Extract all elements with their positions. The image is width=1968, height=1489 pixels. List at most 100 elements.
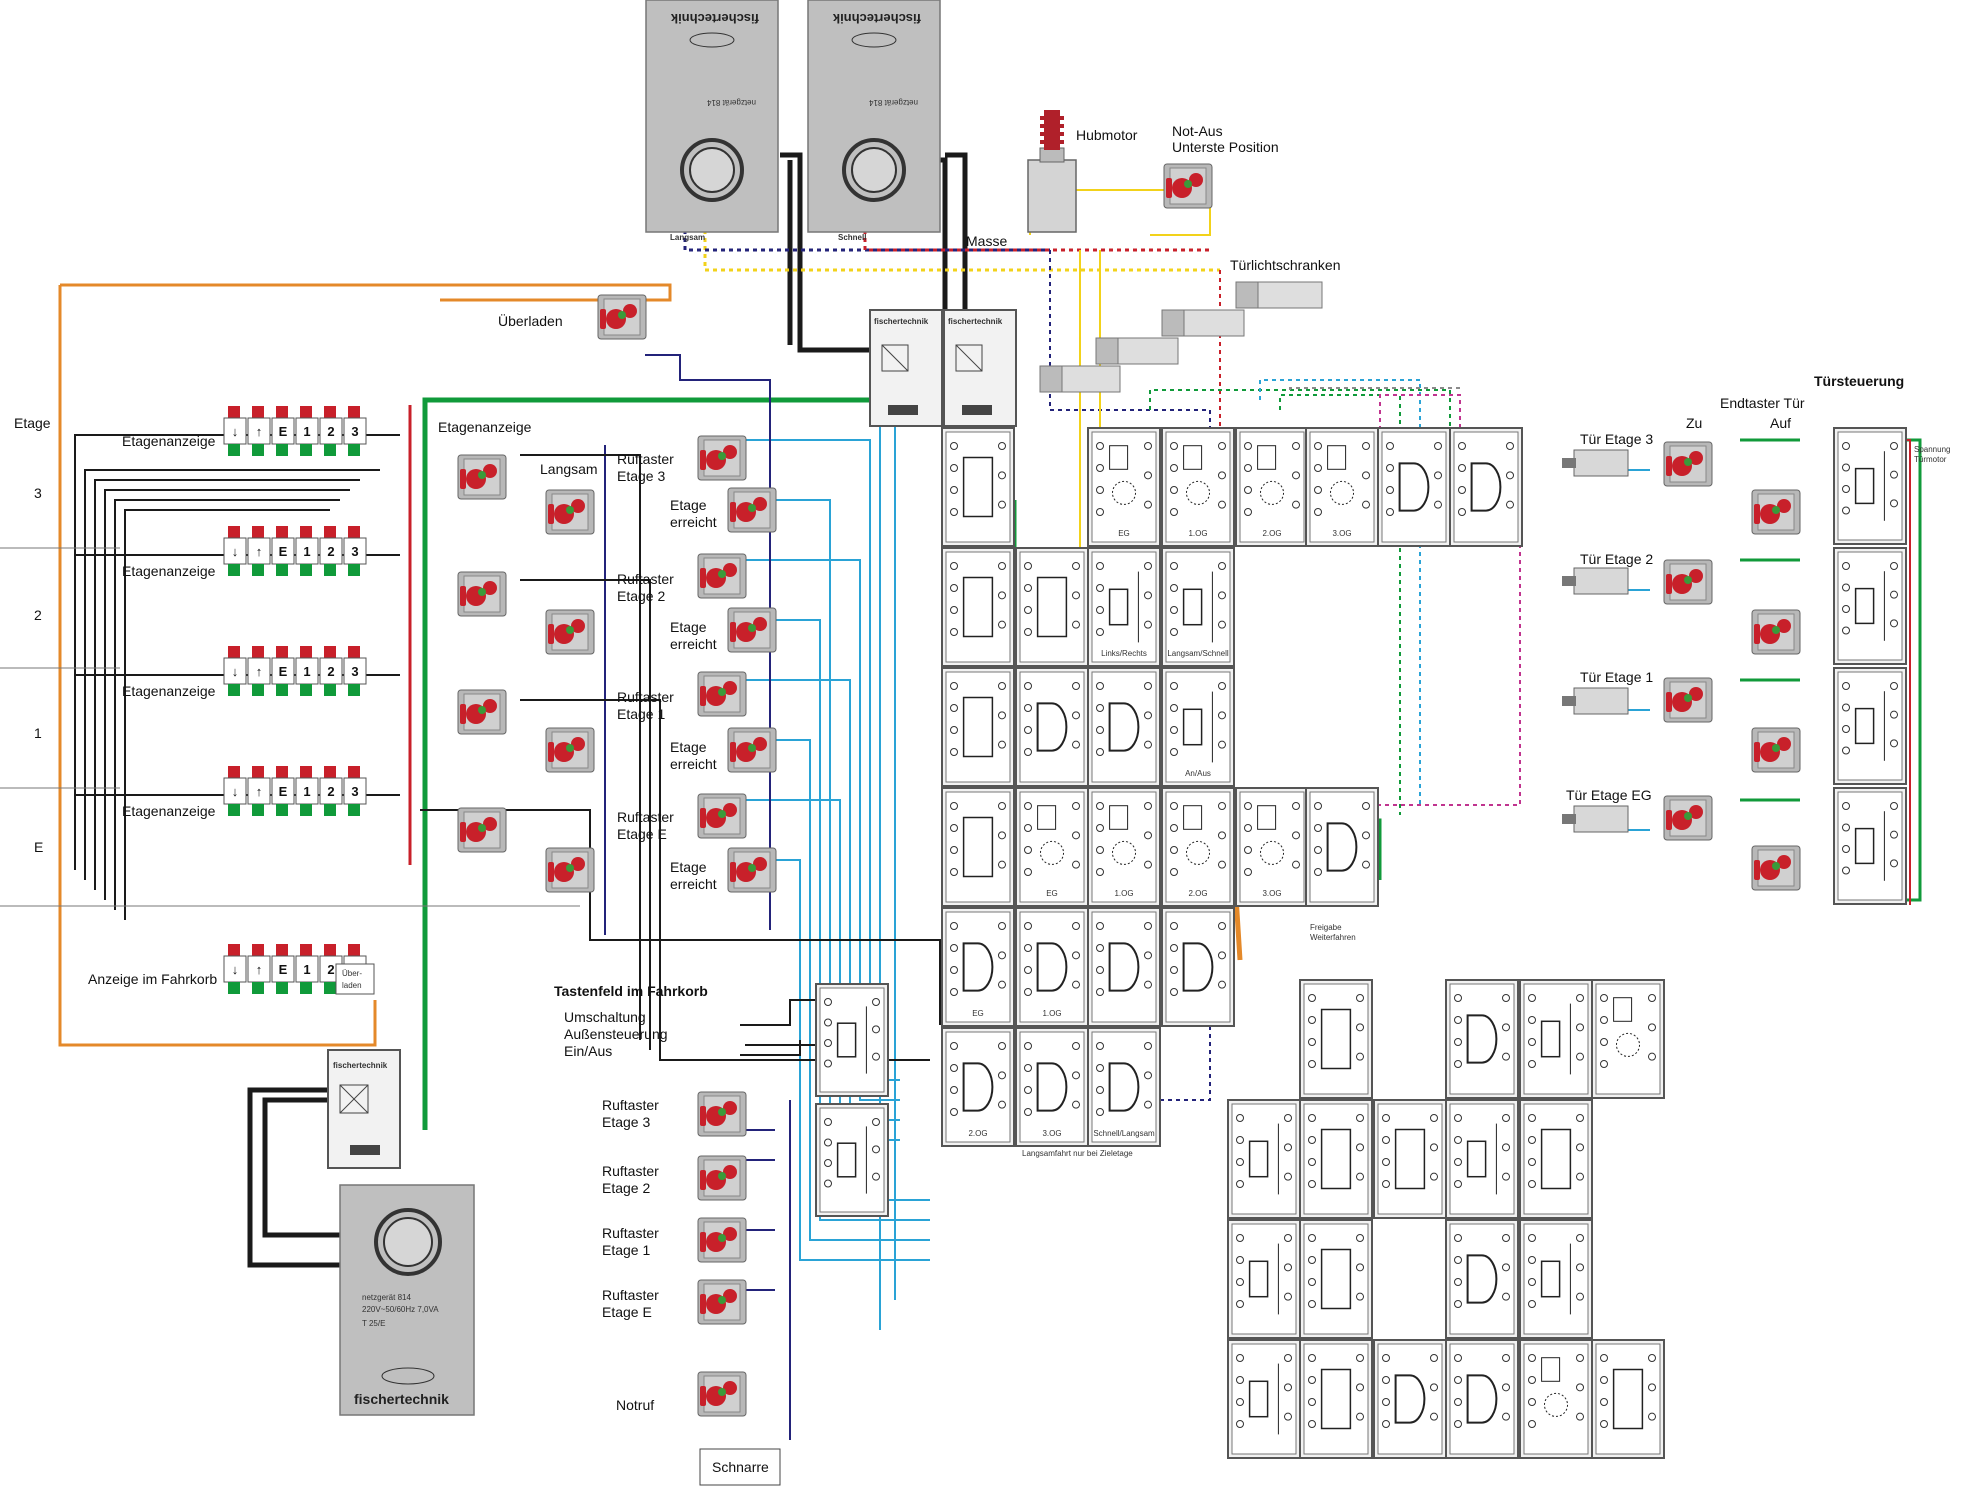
ruftaster-2-label: Ruftaster — [617, 571, 674, 587]
logic-module: EG — [1087, 427, 1161, 547]
module-label: 1.OG — [1188, 529, 1207, 538]
svg-text:fischertechnik: fischertechnik — [670, 11, 759, 26]
lamp-green — [348, 684, 360, 696]
ruftaster-c2-label: Ruftaster — [602, 1163, 659, 1179]
not-aus-label: Not-Aus — [1172, 123, 1223, 139]
module-label: 1.OG — [1114, 889, 1133, 898]
svg-text:Langsam: Langsam — [670, 233, 705, 242]
module-label: EG — [1046, 889, 1058, 898]
logic-module: An/Aus — [1161, 667, 1235, 787]
etage-label: Etage — [14, 415, 51, 431]
lamp-red — [324, 526, 336, 538]
lamp-red — [276, 406, 288, 418]
lamp-green — [300, 684, 312, 696]
lamp-green — [276, 982, 288, 994]
push-button — [697, 1155, 747, 1201]
ruftaster-ce-label-2: Etage E — [602, 1304, 652, 1320]
push-button — [545, 489, 595, 535]
push-button — [727, 847, 777, 893]
lamp-red — [300, 646, 312, 658]
svg-text:220V~50/60Hz 7,0VA: 220V~50/60Hz 7,0VA — [362, 1305, 439, 1314]
push-button — [457, 571, 507, 617]
spannung-tuermotor-label-2: Türmotor — [1914, 455, 1947, 464]
push-button — [545, 847, 595, 893]
push-button — [457, 807, 507, 853]
etagenanzeige-1-label: Etagenanzeige — [122, 683, 216, 699]
lamp-red — [348, 944, 360, 956]
logic-module — [1377, 427, 1451, 547]
spare-module — [1299, 1219, 1373, 1339]
ruftaster-e-label-2: Etage E — [617, 826, 667, 842]
tuerlichtschranken-label: Türlichtschranken — [1230, 257, 1341, 273]
module-label: 2.OG — [968, 1129, 987, 1138]
lamp-red — [324, 944, 336, 956]
display-button-label: 2 — [327, 424, 334, 439]
display-button-label: 2 — [327, 664, 334, 679]
etage-erreicht-1: Etage — [670, 739, 707, 755]
module-label: 3.OG — [1262, 889, 1281, 898]
auf-label: Auf — [1770, 415, 1791, 431]
light-barriers — [1039, 281, 1323, 393]
push-button — [727, 727, 777, 773]
spare-module — [1299, 1339, 1373, 1459]
svg-text:fischertechnik: fischertechnik — [832, 11, 921, 26]
module-label: An/Aus — [1185, 769, 1211, 778]
logic-module: 2.OG — [1235, 427, 1309, 547]
module-label: 2.OG — [1262, 529, 1281, 538]
ruftaster-c1-label: Ruftaster — [602, 1225, 659, 1241]
display-button-label: 1 — [303, 784, 310, 799]
ruftaster-3-label: Ruftaster — [617, 451, 674, 467]
spare-module — [1227, 1219, 1301, 1339]
module-label: 3.OG — [1042, 1129, 1061, 1138]
push-button — [697, 553, 747, 599]
etage-erreicht-2: Etage — [670, 619, 707, 635]
svg-text:fischertechnik: fischertechnik — [948, 317, 1003, 326]
door-motor — [1562, 567, 1629, 595]
lamp-red — [228, 406, 240, 418]
logic-module: Schnell/Langsam — [1087, 1027, 1161, 1147]
spare-module — [1445, 1219, 1519, 1339]
push-button — [697, 1091, 747, 1137]
spare-module — [1227, 1099, 1301, 1219]
lamp-green — [348, 444, 360, 456]
ruftaster-ce-label: Ruftaster — [602, 1287, 659, 1303]
spare-module — [1299, 979, 1373, 1099]
lamp-red — [276, 944, 288, 956]
lamp-red — [276, 646, 288, 658]
spare-module — [1445, 979, 1519, 1099]
logic-module — [941, 667, 1015, 787]
ruftaster-c3-label-2: Etage 3 — [602, 1114, 650, 1130]
svg-text:Schnell: Schnell — [838, 233, 866, 242]
anzeige-fahrkorb-label: Anzeige im Fahrkorb — [88, 971, 217, 987]
etagenanzeige-e-label: Etagenanzeige — [122, 803, 216, 819]
lamp-green — [252, 804, 264, 816]
transformer-schnell: fischertechnik netzgerät 814 Schnell — [807, 0, 941, 242]
display-button-label: ↓ — [232, 664, 239, 679]
ruftaster-3-label-2: Etage 3 — [617, 468, 665, 484]
push-button — [1751, 489, 1801, 535]
display-button-label: ↑ — [256, 962, 263, 977]
push-button — [1663, 677, 1713, 723]
display-button-label: 3 — [351, 424, 358, 439]
door-relay-module — [1833, 427, 1907, 545]
not-aus-label-2: Unterste Position — [1172, 139, 1279, 155]
logic-module — [941, 547, 1015, 667]
lamp-green — [300, 982, 312, 994]
ruftaster-c1-label-2: Etage 1 — [602, 1242, 650, 1258]
display-button-label: E — [279, 424, 288, 439]
rectifier-module-b: fischertechnik — [943, 309, 1017, 427]
ruftaster-c3-label: Ruftaster — [602, 1097, 659, 1113]
spare-module — [1445, 1099, 1519, 1219]
push-button — [457, 689, 507, 735]
level-2-label: 2 — [34, 607, 42, 623]
push-button — [1663, 795, 1713, 841]
lamp-red — [276, 766, 288, 778]
lamp-green — [252, 444, 264, 456]
push-button — [1663, 441, 1713, 487]
umschaltung-label-3: Ein/Aus — [564, 1043, 612, 1059]
ruftaster-c2-label-2: Etage 2 — [602, 1180, 650, 1196]
door-motor — [1562, 805, 1629, 833]
logic-module: 1.OG — [1161, 427, 1235, 547]
